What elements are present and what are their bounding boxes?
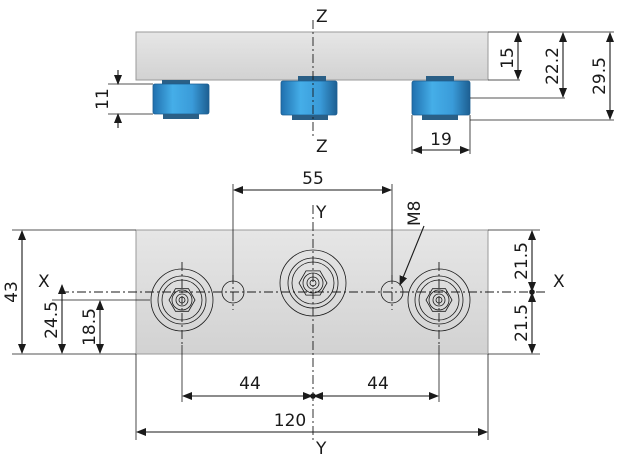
dim-label-21-5-upper: 21.5 — [512, 242, 532, 280]
dim-label-24-5: 24.5 — [42, 301, 62, 339]
side-fitting-left — [152, 80, 210, 119]
top-view: Y Y X X 55 M8 43 24.5 18.5 21.5 21.5 — [2, 169, 565, 459]
side-fitting-center — [280, 76, 338, 120]
axis-label-z-bottom: Z — [316, 137, 328, 157]
dim-label-22-2: 22.2 — [543, 47, 563, 85]
dim-label-11: 11 — [93, 88, 113, 110]
dim-label-21-5-lower: 21.5 — [512, 304, 532, 342]
dim-label-18-5: 18.5 — [80, 308, 100, 346]
dim-label-43: 43 — [2, 281, 22, 303]
dim-label-120: 120 — [274, 411, 306, 431]
dim-label-44-left: 44 — [239, 374, 261, 394]
side-plate — [135, 31, 489, 81]
axis-label-z-top: Z — [316, 7, 328, 27]
dim-label-55: 55 — [302, 169, 324, 189]
dim-label-15: 15 — [498, 47, 518, 69]
dim-label-44-right: 44 — [367, 374, 389, 394]
axis-label-x-right: X — [553, 272, 565, 292]
side-view: Z Z 15 22.2 29.5 11 19 — [93, 7, 614, 157]
axis-label-y-bottom: Y — [315, 439, 327, 459]
axis-label-x-left: X — [38, 272, 50, 292]
dim-label-29-5: 29.5 — [590, 57, 610, 95]
dim-label-19: 19 — [430, 130, 452, 150]
thread-label-m8: M8 — [405, 201, 425, 226]
side-fitting-right — [411, 76, 471, 120]
axis-label-y-top: Y — [315, 203, 327, 223]
